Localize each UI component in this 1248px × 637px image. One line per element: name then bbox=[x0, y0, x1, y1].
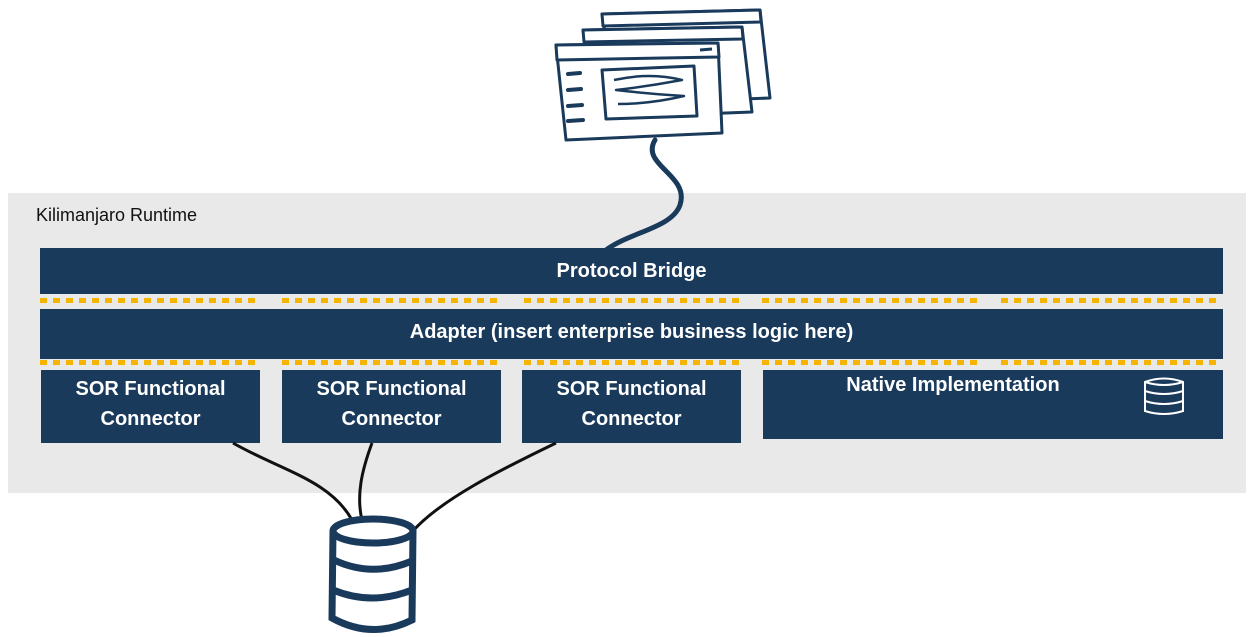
runtime-label: Kilimanjaro Runtime bbox=[36, 205, 198, 225]
connector-title-line2: Connector bbox=[341, 408, 442, 430]
client-cable bbox=[603, 137, 684, 253]
interface-dots-top bbox=[40, 298, 260, 303]
connector-title-line2: Connector bbox=[100, 408, 201, 430]
native-implementation-label: Native Implementation bbox=[846, 374, 1060, 396]
database-icon bbox=[328, 515, 417, 633]
interface-dots-top bbox=[762, 298, 977, 303]
protocol-bridge-label: Protocol Bridge bbox=[556, 259, 707, 282]
protocol-bridge-bar: Protocol Bridge bbox=[40, 248, 1223, 294]
interface-dots-top bbox=[282, 298, 502, 303]
interface-dots-bottom bbox=[40, 360, 260, 365]
interface-dots-top bbox=[524, 298, 739, 303]
sor-connector-1: SOR Functional Connector bbox=[41, 370, 260, 443]
interface-dots-bottom bbox=[282, 360, 502, 365]
adapter-label: Adapter (insert enterprise business logi… bbox=[409, 320, 854, 343]
connector-cable-1 bbox=[232, 441, 354, 521]
interface-dots-bottom bbox=[1001, 360, 1221, 365]
connector-title-line1: SOR Functional bbox=[75, 378, 226, 400]
sor-connector-2: SOR Functional Connector bbox=[282, 370, 501, 443]
adapter-strip bbox=[40, 355, 1223, 359]
connector-title-line1: SOR Functional bbox=[556, 378, 707, 400]
connector-cable-3 bbox=[410, 441, 557, 533]
native-database-icon bbox=[1144, 377, 1184, 415]
connector-cable-2 bbox=[358, 442, 374, 521]
connector-title-line1: SOR Functional bbox=[316, 378, 467, 400]
interface-dots-top bbox=[1001, 298, 1221, 303]
adapter-bar: Adapter (insert enterprise business logi… bbox=[40, 309, 1223, 355]
connector-title-line2: Connector bbox=[581, 408, 682, 430]
interface-dots-bottom bbox=[524, 360, 739, 365]
sor-connector-3: SOR Functional Connector bbox=[522, 370, 741, 443]
interface-dots-bottom bbox=[762, 360, 977, 365]
browser-windows-icon bbox=[554, 8, 772, 142]
